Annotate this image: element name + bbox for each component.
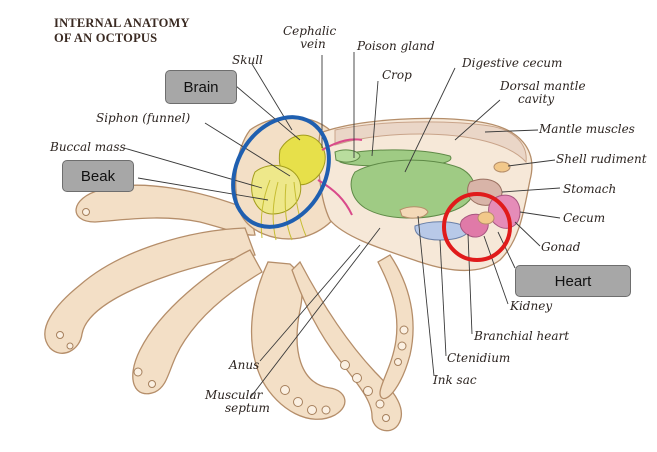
ctenidium-organ — [414, 221, 469, 241]
label-muscular-septum-line2: septum — [225, 401, 270, 415]
callout-heart: Heart — [515, 265, 631, 297]
label-gonad: Gonad — [541, 240, 581, 254]
label-anus: Anus — [229, 358, 260, 372]
title-line-1: INTERNAL ANATOMY — [54, 16, 190, 30]
label-cephalic-vein-line1: Cephalic — [283, 24, 337, 38]
label-buccal-mass: Buccal mass — [50, 140, 126, 154]
label-cecum: Cecum — [563, 211, 606, 225]
callout-beak: Beak — [62, 160, 134, 192]
label-cephalic-vein: Cephalic vein — [283, 24, 337, 51]
title-line-2: OF AN OCTOPUS — [54, 31, 158, 45]
label-muscular-septum: Muscular septum — [205, 389, 270, 415]
label-cephalic-vein-line2: vein — [300, 37, 326, 51]
arm-left-curl — [44, 227, 256, 354]
octopus-arms — [44, 184, 414, 432]
label-ctenidium: Ctenidium — [447, 351, 511, 365]
arm-lower-center — [250, 261, 346, 420]
arm-upper-left — [75, 184, 256, 236]
label-skull: Skull — [232, 53, 263, 67]
label-dorsal-mantle-cavity: Dorsal mantle cavity — [500, 80, 586, 106]
arm-right — [377, 254, 414, 400]
arm-suckers — [56, 208, 409, 422]
label-crop: Crop — [382, 68, 412, 82]
label-siphon: Siphon (funnel) — [96, 111, 191, 125]
label-mantle-muscles: Mantle muscles — [539, 122, 635, 136]
label-branchial-heart: Branchial heart — [474, 329, 570, 343]
poison-gland-organ — [334, 149, 361, 163]
label-shell-rudiment: Shell rudiment — [556, 152, 647, 166]
siphon-funnel — [317, 179, 353, 216]
label-dorsal-mantle-line1: Dorsal mantle — [500, 79, 586, 93]
label-poison-gland: Poison gland — [357, 39, 435, 53]
label-kidney: Kidney — [510, 299, 553, 313]
label-ink-sac: Ink sac — [433, 373, 477, 387]
digestive-cecum-organ — [350, 159, 475, 219]
brain-highlight-circle — [231, 115, 331, 229]
arm-lower-left — [132, 249, 263, 395]
heart-organ — [477, 211, 495, 225]
callout-brain: Brain — [165, 70, 237, 104]
leader-lines — [123, 52, 561, 399]
label-dorsal-mantle-line2: cavity — [518, 92, 555, 106]
label-muscular-septum-line1: Muscular — [205, 388, 263, 402]
label-digestive-cecum: Digestive cecum — [462, 56, 563, 70]
arm-lower-right — [291, 260, 403, 432]
diagram-title: INTERNAL ANATOMY OF AN OCTOPUS — [54, 16, 190, 46]
ink-sac-organ — [399, 206, 429, 219]
mantle-muscle-band — [334, 121, 527, 164]
nerve-strands — [260, 179, 307, 241]
label-stomach: Stomach — [563, 182, 617, 196]
heart-highlight-circle — [442, 192, 512, 262]
shell-rudiment-organ — [493, 161, 511, 173]
